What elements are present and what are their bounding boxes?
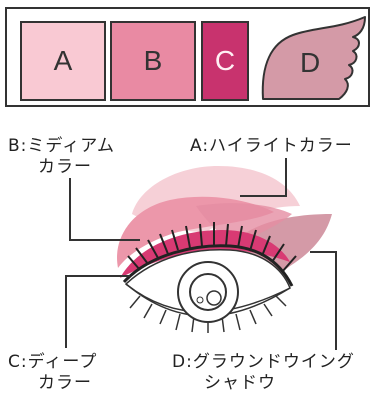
swatch-d-wing [261, 16, 366, 100]
iris [177, 261, 239, 323]
label-d-line1: D:グラウンドウイング [172, 352, 355, 372]
leader-lines [65, 158, 337, 350]
label-b: B:ミディアム カラー [8, 136, 115, 178]
leader-d [310, 251, 337, 350]
leader-c [65, 275, 130, 348]
label-c-line2: カラー [38, 373, 92, 393]
swatch-c: C [201, 21, 249, 101]
label-a-line1: A:ハイライトカラー [190, 136, 353, 156]
label-c: C:ディープ カラー [8, 352, 97, 394]
swatch-a: A [20, 21, 106, 101]
label-d-line2: シャドウ [204, 373, 276, 393]
swatch-c-letter: C [214, 45, 236, 76]
eye-highlight [206, 290, 222, 306]
pupil-ring [189, 273, 227, 311]
label-c-line1: C:ディープ [8, 352, 98, 372]
swatch-b: B [110, 21, 196, 101]
leader-a [240, 158, 287, 197]
swatch-b-letter: B [143, 45, 163, 76]
label-d: D:グラウンドウイング シャドウ [172, 352, 355, 394]
eye-highlight-small [196, 296, 204, 304]
label-b-line2: カラー [38, 157, 92, 177]
medium-overlap [196, 203, 292, 246]
upper-lash-line [122, 244, 294, 287]
lower-lashes [129, 295, 287, 333]
label-b-line1: B:ミディアム [8, 136, 116, 156]
swatch-a-letter: A [53, 45, 73, 76]
upper-lashes [127, 222, 297, 273]
swatch-d-letter: D [300, 47, 321, 78]
label-a: A:ハイライトカラー [190, 136, 353, 157]
leader-b [69, 178, 140, 241]
eyeshadow-palette: A B C D [5, 7, 370, 107]
